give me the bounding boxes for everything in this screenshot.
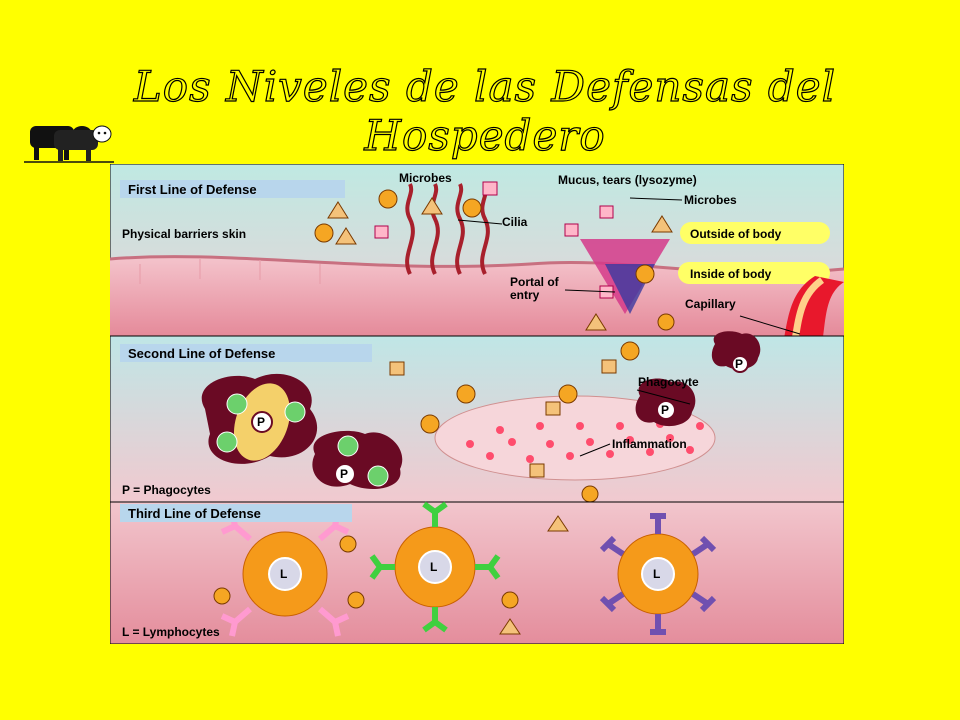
first-line-header: First Line of Defense bbox=[128, 182, 257, 197]
phagocyte-p-mark: P bbox=[257, 415, 265, 429]
phagocyte-p-mark-4: P bbox=[735, 357, 743, 371]
second-line-header: Second Line of Defense bbox=[128, 346, 275, 361]
phagocyte-p-mark-3: P bbox=[661, 403, 669, 417]
inside-body-label: Inside of body bbox=[690, 267, 772, 281]
slide-title: Los Niveles de las Defensas del Hospeder… bbox=[133, 61, 837, 160]
phagocytes-legend: P = Phagocytes bbox=[122, 483, 211, 497]
host-defense-diagram: First Line of Defense Physical barriers … bbox=[110, 164, 844, 644]
lymphocyte-l-mark-2: L bbox=[430, 560, 437, 574]
mucus-label: Mucus, tears (lysozyme) bbox=[558, 173, 697, 187]
portal-entry-label-2: entry bbox=[510, 288, 540, 302]
portal-entry-label-1: Portal of bbox=[510, 275, 560, 289]
physical-barriers-label: Physical barriers skin bbox=[122, 227, 246, 241]
microbes-right-label: Microbes bbox=[684, 193, 737, 207]
capillary-label: Capillary bbox=[685, 297, 736, 311]
microbes-top-label: Microbes bbox=[399, 171, 452, 185]
inflammation-label: Inflammation bbox=[612, 437, 687, 451]
lymphocyte-l-mark-3: L bbox=[653, 567, 660, 581]
phagocyte-label: Phagocyte bbox=[638, 375, 699, 389]
lymphocyte-l-mark-1: L bbox=[280, 567, 287, 581]
second-line-panel bbox=[110, 331, 844, 503]
lymphocytes-legend: L = Lymphocytes bbox=[122, 625, 220, 639]
phagocyte-p-mark-2: P bbox=[340, 467, 348, 481]
cilia-label: Cilia bbox=[502, 215, 528, 229]
third-line-panel bbox=[110, 501, 844, 644]
third-line-header: Third Line of Defense bbox=[128, 506, 261, 521]
outside-body-label: Outside of body bbox=[690, 227, 782, 241]
cattle-logo-icon bbox=[24, 125, 114, 163]
